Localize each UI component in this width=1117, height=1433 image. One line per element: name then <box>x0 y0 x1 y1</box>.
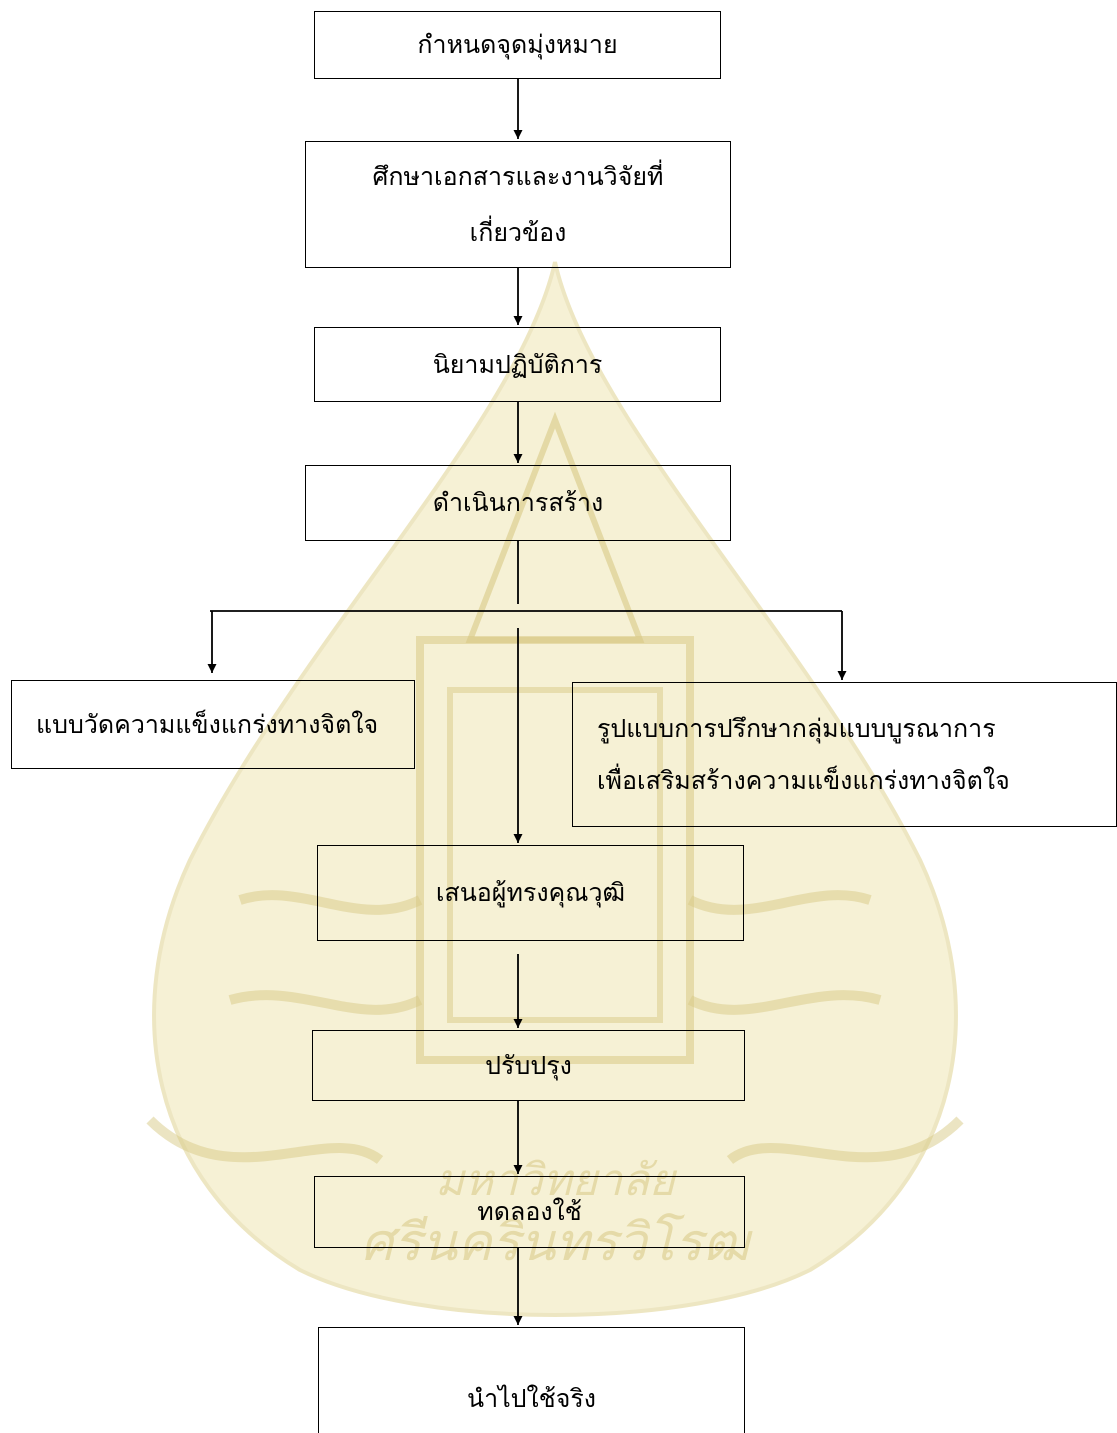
branch-resilience-scale: แบบวัดความแข็งแกร่งทางจิตใจ <box>11 680 415 769</box>
step-operational-definition-label: นิยามปฏิบัติการ <box>432 349 603 379</box>
step-expert-review: เสนอผู้ทรงคุณวุฒิ <box>317 845 744 941</box>
branch-group-counseling-model: รูปแบบการปรึกษากลุ่มแบบบูรณาการ เพื่อเสร… <box>572 682 1117 827</box>
step-revise: ปรับปรุง <box>312 1030 745 1101</box>
step-revise-label: ปรับปรุง <box>485 1050 572 1080</box>
step-construction-label: ดำเนินการสร้าง <box>432 488 604 517</box>
step-literature-review: ศึกษาเอกสารและงานวิจัยที่ เกี่ยวข้อง <box>305 141 731 268</box>
step-literature-review-label: ศึกษาเอกสารและงานวิจัยที่ เกี่ยวข้อง <box>372 161 664 247</box>
step-implementation-label: นำไปใช้จริง <box>466 1384 597 1413</box>
branch-group-counseling-model-label: รูปแบบการปรึกษากลุ่มแบบบูรณาการ เพื่อเสร… <box>597 713 1010 795</box>
step-implementation: นำไปใช้จริง <box>318 1327 745 1433</box>
step-operational-definition: นิยามปฏิบัติการ <box>314 327 721 402</box>
watermark-text-2: ศรีนครินทรวิโรฒ <box>361 1213 754 1273</box>
step-trial: ทดลองใช้ <box>314 1176 745 1248</box>
step-trial-label: ทดลองใช้ <box>477 1197 582 1226</box>
step-define-objectives-label: กำหนดจุดมุ่งหมาย <box>417 30 618 59</box>
watermark-text-1: มหาวิทยาลัย <box>435 1155 678 1206</box>
step-construction: ดำเนินการสร้าง <box>305 465 731 541</box>
step-expert-review-label: เสนอผู้ทรงคุณวุฒิ <box>435 878 626 907</box>
step-define-objectives: กำหนดจุดมุ่งหมาย <box>314 11 721 79</box>
branch-resilience-scale-label: แบบวัดความแข็งแกร่งทางจิตใจ <box>36 709 379 739</box>
